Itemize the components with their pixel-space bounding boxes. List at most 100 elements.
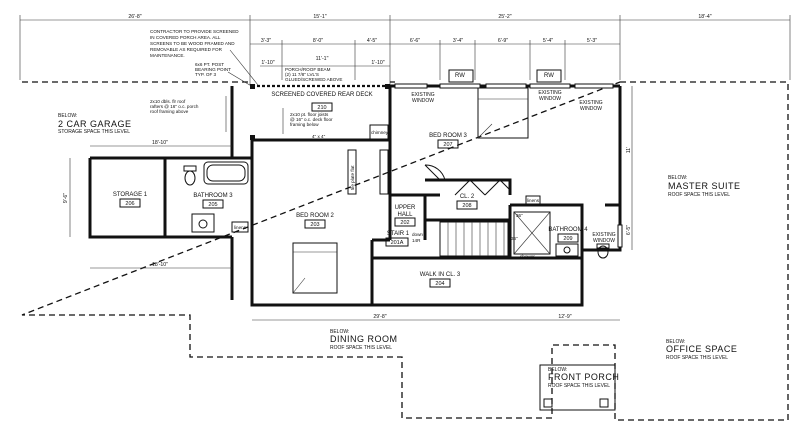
- room-hall-number: 202: [400, 220, 409, 226]
- dim-garage-bottom: 18'-10": [152, 262, 168, 268]
- window-label-1: WINDOW: [412, 98, 434, 104]
- dim-detail-1: 3'-3": [261, 38, 271, 44]
- room-bath4-number: 209: [563, 236, 572, 242]
- bed-icon-3: [477, 87, 529, 139]
- note-post-3: TYP. OF 3: [195, 72, 217, 77]
- room-bed2-number: 203: [310, 222, 319, 228]
- note-rafters-3: roof framing above: [150, 109, 189, 114]
- top-windows: RW RW: [394, 69, 623, 248]
- room-hall-name-2: HALL: [397, 212, 413, 218]
- bed-icon-2: [292, 242, 338, 294]
- dim-top-4: 18'-4": [698, 14, 711, 20]
- sink-icon: [191, 213, 215, 233]
- room-bath3-name: BATHROOM 3: [193, 193, 233, 199]
- dim-detail-2: 8'-0": [313, 38, 323, 44]
- room-storage-name: STORAGE 1: [113, 192, 148, 198]
- tile-plate-label: tile plate flat: [350, 165, 355, 190]
- note-post-2: BEARING POINT: [195, 67, 231, 72]
- room-bath3-number: 205: [208, 202, 217, 208]
- dim-garage-top: 18'-10": [152, 140, 168, 146]
- stair-risers-label: 14R: [412, 238, 421, 243]
- dim-detail-4: 6'-6": [410, 38, 420, 44]
- dim-porch-2: 11'-1": [316, 56, 329, 62]
- window-label-4: WINDOW: [593, 238, 615, 244]
- dim-porch-1: 1'-10": [261, 60, 274, 66]
- garage-below-prefix: BELOW:: [58, 113, 77, 119]
- notes: CONTRACTOR TO PROVIDE SCREENED IN COVERE…: [150, 29, 342, 134]
- note-joists-1: 2x10 pt. floor joists: [290, 112, 329, 117]
- rw-label-1: RW: [455, 73, 465, 79]
- note-beam-3: GLUED/SCREWED ABOVE: [285, 77, 342, 82]
- room-labels: SCREENED COVERED REAR DECK 210 BED ROOM …: [113, 92, 588, 288]
- dim-post-4x4: 4" x 4": [312, 134, 326, 139]
- toilet-icon: [184, 170, 196, 186]
- linens-label-2: linens: [527, 198, 540, 203]
- room-cl3-number: 204: [435, 281, 444, 287]
- note-contractor-1: CONTRACTOR TO PROVIDE SCREENED: [150, 29, 239, 34]
- chimney-icon: [369, 124, 389, 140]
- master-below-prefix: BELOW:: [668, 175, 687, 181]
- room-cl2-name: CL. 2: [460, 194, 475, 200]
- dim-side-right-bottom: 6'-5": [626, 225, 632, 235]
- interior-walls: [163, 86, 620, 305]
- note-rafters-1: 2x10 dbls. flr roof: [150, 99, 186, 104]
- dining-below-prefix: BELOW:: [330, 329, 349, 335]
- existing-label-3: EXISTING: [579, 100, 602, 106]
- bathtub-icon: [203, 161, 249, 185]
- note-rafters-2: rafters @ 16" o.c. porch: [150, 104, 199, 109]
- dim-top-2: 15'-1": [313, 14, 326, 20]
- room-cl3-name: WALK IN CL. 3: [420, 272, 461, 278]
- room-deck-tag: [311, 102, 333, 112]
- dim-shower-h: 36": [511, 236, 518, 241]
- room-hall-name-1: UPPER: [395, 205, 416, 211]
- linens-label-1: linens: [234, 225, 247, 230]
- master-below-sub: ROOF SPACE THIS LEVEL: [668, 192, 730, 198]
- room-bath4-name: BATHROOM 4: [548, 227, 588, 233]
- dim-bottom-2: 12'-9": [558, 314, 571, 320]
- office-below-sub: ROOF SPACE THIS LEVEL: [666, 355, 728, 361]
- dining-below-sub: ROOF SPACE THIS LEVEL: [330, 345, 392, 351]
- stair-icon: [439, 221, 509, 257]
- note-joists-2: @ 16" o.c. deck floor: [290, 117, 333, 122]
- existing-label-2: EXISTING: [538, 90, 561, 96]
- porch-below-title: FRONT PORCH: [548, 372, 619, 382]
- shower-label: shower: [520, 254, 535, 259]
- existing-window-labels: EXISTING WINDOW EXISTING WINDOW EXISTING…: [411, 90, 615, 244]
- dim-bottom-1: 29'-8": [373, 314, 386, 320]
- dim-side-right-top: 11': [626, 147, 632, 153]
- room-bed3-name: BED ROOM 3: [429, 133, 467, 139]
- chimney-label: chimney: [371, 130, 389, 135]
- other-dimensions: 18'-10" 18'-10" 9'-6" 11' 6'-5" 29'-8" 1…: [63, 86, 633, 321]
- shower-icon: [513, 211, 551, 255]
- stair-down-label: down: [412, 232, 423, 237]
- dim-detail-6: 6'-9": [498, 38, 508, 44]
- garage-below-title: 2 CAR GARAGE: [58, 119, 132, 129]
- note-post-1: 6x6 PT. POST: [195, 62, 224, 67]
- top-dimensions: 26'-8" 15'-1" 25'-2" 18'-4" 3'-3" 8'-0" …: [19, 14, 791, 85]
- rw-label-2: RW: [544, 73, 554, 79]
- below-labels: BELOW: 2 CAR GARAGE STORAGE SPACE THIS L…: [58, 113, 740, 389]
- room-deck-name: SCREENED COVERED REAR DECK: [271, 92, 372, 98]
- lower-level-outline: [21, 81, 789, 421]
- fixtures: linens chimney tile plate flat: [183, 84, 610, 294]
- room-bed3-number: 207: [443, 142, 452, 148]
- dining-below-title: DINING ROOM: [330, 334, 398, 344]
- existing-label-4: EXISTING: [592, 232, 615, 238]
- note-contractor-4: REMOVABLE AS REQUIRED FOR: [150, 47, 223, 52]
- dim-detail-7: 5'-4": [543, 38, 553, 44]
- room-cl2-number: 208: [462, 203, 471, 209]
- porch-below-sub: ROOF SPACE THIS LEVEL: [548, 383, 610, 389]
- room-storage-number: 206: [125, 201, 134, 207]
- note-beam-1: PORCH/ROOF BEAM: [285, 67, 331, 72]
- dim-top-1: 26'-8": [128, 14, 141, 20]
- room-bed2-name: BED ROOM 2: [296, 213, 334, 219]
- garage-below-sub: STORAGE SPACE THIS LEVEL: [58, 129, 130, 135]
- dim-detail-3: 4'-5": [367, 38, 377, 44]
- window-label-2: WINDOW: [539, 96, 561, 102]
- existing-label-1: EXISTING: [411, 92, 434, 98]
- office-below-prefix: BELOW:: [666, 339, 685, 345]
- room-stair-name: STAIR 1: [387, 231, 410, 237]
- dim-detail-8: 5'-3": [587, 38, 597, 44]
- dim-side-left: 9'-6": [63, 193, 69, 203]
